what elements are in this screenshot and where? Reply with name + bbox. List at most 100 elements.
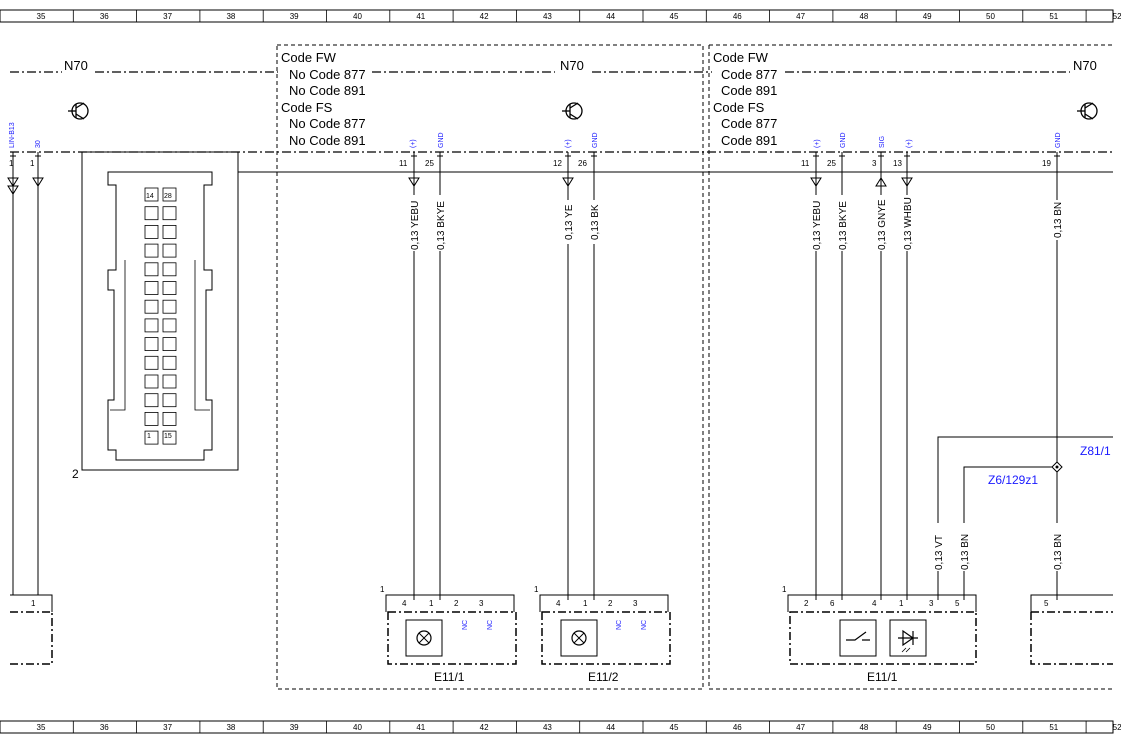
signal-label: (+) bbox=[906, 139, 913, 148]
ruler-label: 46 bbox=[733, 12, 742, 21]
ruler-label: 44 bbox=[606, 12, 615, 21]
plug-cell-label: 15 bbox=[164, 433, 172, 440]
pin-number: 2 bbox=[608, 599, 613, 608]
n70-label: N70 bbox=[64, 58, 88, 73]
ruler-label: 48 bbox=[859, 723, 868, 732]
nc-label: NC bbox=[462, 620, 469, 630]
wire-label: 0,13 BN bbox=[1053, 202, 1064, 238]
pin-number: 2 bbox=[804, 599, 809, 608]
n70-boundary bbox=[10, 71, 1113, 153]
code-line: Code FW bbox=[281, 50, 337, 65]
ruler-label: 39 bbox=[290, 723, 299, 732]
wire-label: 0,13 BN bbox=[1053, 534, 1064, 570]
component-label: E11/1 bbox=[434, 670, 465, 684]
pin-number: 11 bbox=[399, 159, 408, 168]
signal-label: (+) bbox=[565, 139, 572, 148]
code-line: No Code 877 bbox=[289, 67, 366, 82]
ruler-label: 47 bbox=[796, 723, 805, 732]
pin-number: 6 bbox=[830, 599, 835, 608]
ruler-label: 39 bbox=[290, 12, 299, 21]
wire-label: 0,13 GNYE bbox=[877, 199, 888, 250]
pin-number: 5 bbox=[955, 599, 960, 608]
ruler-label: 35 bbox=[37, 12, 46, 21]
pin-number: 3 bbox=[929, 599, 934, 608]
signal-label: LIN-B13 bbox=[9, 122, 16, 148]
wire-label: 0,13 YE bbox=[564, 204, 575, 240]
ruler-label: 49 bbox=[923, 723, 932, 732]
code-line: Code 891 bbox=[721, 133, 777, 148]
ruler-label: 49 bbox=[923, 12, 932, 21]
ruler-label: 52 bbox=[1113, 723, 1121, 732]
pin-number: 1 bbox=[429, 599, 434, 608]
wire-label: 0,13 BN bbox=[960, 534, 971, 570]
pin-number: 3 bbox=[479, 599, 484, 608]
component-index: 1 bbox=[782, 585, 787, 594]
pin-number: 13 bbox=[893, 159, 902, 168]
signal-label: 30 bbox=[35, 140, 42, 148]
pin-number: 3 bbox=[633, 599, 638, 608]
code-block-1: Code FW No Code 877 No Code 891 Code FS … bbox=[281, 50, 366, 148]
ruler-label: 41 bbox=[416, 12, 425, 21]
section1-connectors: (+) GND (+) GND 11 25 12 26 0,13 YEBU 0,… bbox=[399, 132, 601, 600]
pin-number: 5 bbox=[1044, 599, 1049, 608]
pin-number: 4 bbox=[556, 599, 561, 608]
code-line: No Code 877 bbox=[289, 116, 366, 131]
code-line: Code FW bbox=[713, 50, 769, 65]
ruler-label: 43 bbox=[543, 12, 552, 21]
code-line: Code 877 bbox=[721, 67, 777, 82]
code-line: Code 891 bbox=[721, 83, 777, 98]
plug-cell-label: 14 bbox=[146, 193, 154, 200]
n70-label: N70 bbox=[560, 58, 584, 73]
pin-number: 2 bbox=[454, 599, 459, 608]
transistor-icon bbox=[68, 102, 89, 120]
signal-label: (+) bbox=[814, 139, 821, 148]
ruler-label: 37 bbox=[163, 12, 172, 21]
wire-label: 0,13 YEBU bbox=[812, 201, 823, 250]
plug-cell-label: 1 bbox=[147, 433, 151, 440]
code-block-2: Code FW Code 877 Code 891 Code FS Code 8… bbox=[713, 50, 777, 148]
ruler-label: 38 bbox=[226, 723, 235, 732]
code-line: Code 877 bbox=[721, 116, 777, 131]
nc-label: NC bbox=[487, 620, 494, 630]
signal-label: GND bbox=[592, 132, 599, 148]
signal-label: GND bbox=[840, 132, 847, 148]
ruler-label: 42 bbox=[480, 723, 489, 732]
component-label: E11/1 bbox=[867, 670, 898, 684]
ruler-label: 48 bbox=[859, 12, 868, 21]
signal-label: GND bbox=[438, 132, 445, 148]
ruler-label: 46 bbox=[733, 723, 742, 732]
transistor-icon bbox=[1077, 102, 1098, 120]
ruler-label: 50 bbox=[986, 723, 995, 732]
wire-label: 0,13 WHBU bbox=[903, 197, 914, 250]
component-index: 1 bbox=[534, 585, 539, 594]
ruler-label: 36 bbox=[100, 12, 109, 21]
component-partial-left: 1 bbox=[10, 594, 53, 665]
ruler-label: 42 bbox=[480, 12, 489, 21]
signal-label: SIG bbox=[879, 136, 886, 148]
wire-label: 0,13 VT bbox=[934, 535, 945, 570]
pin-number: 1 bbox=[9, 159, 14, 168]
ruler-label: 45 bbox=[670, 723, 679, 732]
component-e11-1-left: 1 4 1 2 3 NC NC E11/1 bbox=[380, 585, 517, 684]
pin-number: 3 bbox=[872, 159, 877, 168]
ruler-label: 43 bbox=[543, 723, 552, 732]
pin-number: 12 bbox=[553, 159, 562, 168]
component-e11-2: 1 4 1 2 3 NC NC E11/2 bbox=[534, 585, 671, 684]
code-line: No Code 891 bbox=[289, 133, 366, 148]
ruler-label: 45 bbox=[670, 12, 679, 21]
nc-label: NC bbox=[641, 620, 648, 630]
pin-number: 1 bbox=[583, 599, 588, 608]
signal-label: GND bbox=[1055, 132, 1062, 148]
plug-label: 2 bbox=[72, 467, 79, 481]
ref-label: Z6/129z1 bbox=[988, 473, 1038, 487]
ruler-label: 36 bbox=[100, 723, 109, 732]
ruler-label: 51 bbox=[1049, 12, 1058, 21]
wire-label: 0,13 BKYE bbox=[838, 201, 849, 250]
ruler-label: 51 bbox=[1049, 723, 1058, 732]
pin-number: 11 bbox=[801, 159, 810, 168]
ruler-label: 50 bbox=[986, 12, 995, 21]
pin-number: 4 bbox=[402, 599, 407, 608]
pin-number: 26 bbox=[578, 159, 587, 168]
